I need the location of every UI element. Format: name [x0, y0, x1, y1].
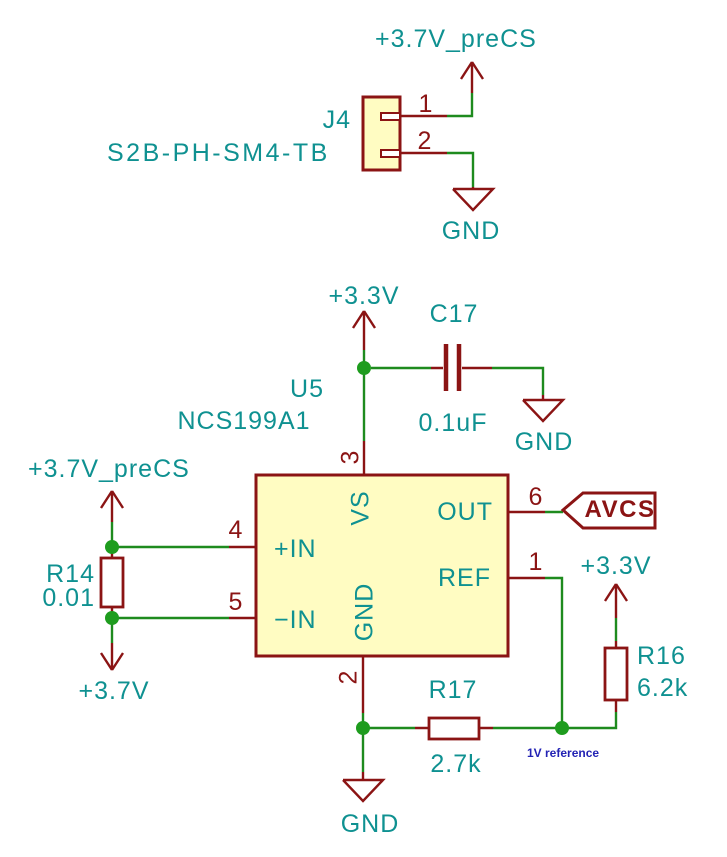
u5-pin2-number: 2	[334, 669, 363, 685]
r14-symbol-body	[99, 556, 125, 609]
r17-value: 2.7k	[430, 750, 482, 778]
annotation-1v-reference: 1V reference	[527, 746, 600, 760]
gnd-label-bottom: GND	[340, 810, 400, 838]
gnd-label-mid: GND	[514, 428, 574, 456]
r14-value: 0.01	[42, 584, 95, 612]
u5-reference: U5	[290, 375, 324, 403]
u5-pin4-number: 4	[228, 516, 244, 544]
u5-pin5-number: 5	[228, 588, 244, 616]
r16-symbol-body	[603, 646, 629, 702]
j4-pin2-number: 2	[417, 127, 433, 155]
u5-pin-name-out: OUT	[437, 498, 493, 526]
r17-reference: R17	[428, 676, 478, 704]
junction-dots	[105, 361, 569, 735]
junction-dot	[356, 721, 370, 735]
wire-j4-pin2-to-gnd	[447, 151, 475, 187]
power-arrow-v33-right	[603, 583, 629, 618]
u5-pin6-number: 6	[528, 483, 544, 511]
net-label-v33-mid: +3.3V	[328, 282, 400, 310]
wire-r16-to-junction	[562, 712, 618, 730]
u5-pin-name-in-minus: −IN	[274, 606, 317, 634]
power-symbols	[99, 61, 629, 671]
net-label-v37-left: +3.7V	[78, 677, 150, 705]
junction-dot	[105, 540, 119, 554]
u5-pin1-number: 1	[528, 548, 544, 576]
power-arrow-precs-left	[99, 490, 125, 522]
gnd-symbol-mid	[522, 395, 566, 423]
net-label-v33-right: +3.3V	[580, 552, 652, 580]
junction-dot	[555, 721, 569, 735]
net-label-precs-left: +3.7V_preCS	[28, 455, 190, 483]
wire-c17-to-gnd	[492, 366, 545, 395]
gnd-symbol-bottom	[342, 772, 386, 803]
junction-dot	[357, 361, 371, 375]
j4-pin2-notch	[380, 149, 401, 158]
r17-symbol-body	[427, 716, 481, 741]
u5-pin-name-gnd: GND	[350, 582, 379, 642]
r16-reference: R16	[637, 642, 686, 670]
power-arrow-v37-down	[99, 643, 125, 671]
ground-symbols	[342, 187, 566, 803]
j4-pin1-number: 1	[418, 90, 434, 118]
r16-value: 6.2k	[637, 674, 689, 702]
r14-reference: R14	[46, 560, 95, 588]
junction-dot	[105, 611, 119, 625]
wire-j4-pin1-to-power	[447, 93, 474, 118]
wire-ref-down	[545, 576, 564, 728]
u5-pin-name-vs: VS	[346, 490, 375, 526]
power-arrow-precs-top	[459, 61, 485, 93]
u5-pin-name-ref: REF	[438, 564, 491, 592]
gnd-symbol-top	[452, 187, 496, 212]
u5-value: NCS199A1	[177, 407, 311, 435]
j4-pin1-notch	[380, 112, 401, 121]
c17-value: 0.1uF	[418, 409, 488, 437]
gnd-label-top: GND	[441, 217, 501, 245]
c17-reference: C17	[429, 300, 479, 328]
j4-symbol-body	[361, 95, 402, 172]
net-label-precs-top: +3.7V_preCS	[375, 25, 537, 53]
j4-value: S2B-PH-SM4-TB	[107, 139, 330, 167]
u5-symbol-body	[254, 473, 510, 658]
u5-pin3-number: 3	[336, 449, 365, 465]
u5-pin-name-in-plus: +IN	[274, 535, 317, 563]
j4-reference: J4	[322, 106, 351, 134]
c17-plates	[443, 344, 462, 391]
power-arrow-v33-mid	[351, 310, 377, 350]
avcs-global-label-text: AVCS	[584, 496, 656, 523]
avcs-global-label-shape	[560, 491, 657, 530]
